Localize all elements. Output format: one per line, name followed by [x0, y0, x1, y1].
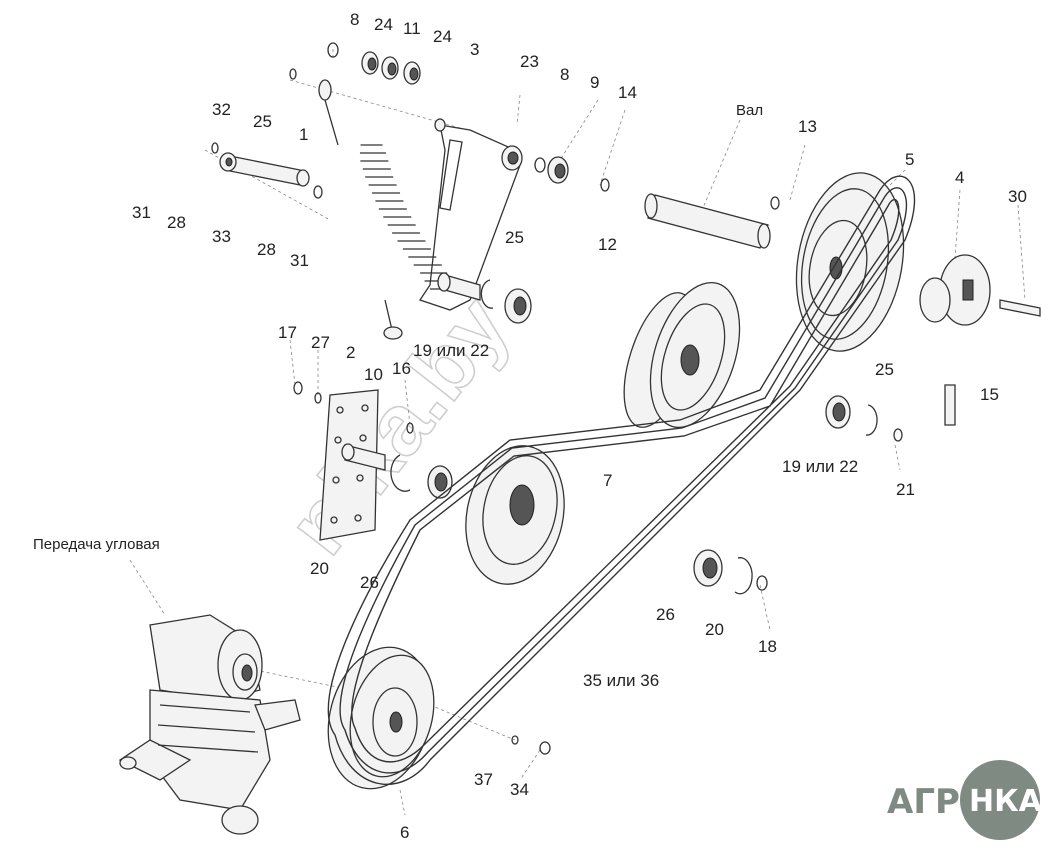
label-24: 24 [374, 15, 393, 34]
label-28: 28 [257, 240, 276, 259]
label-32: 32 [212, 100, 231, 119]
label-24: 24 [433, 27, 452, 46]
label-4: 4 [955, 168, 964, 187]
bearing-25-upper [480, 279, 532, 324]
label-23: 23 [520, 52, 539, 71]
label-11: 11 [403, 19, 421, 38]
label-35-or-36: 35 или 36 [583, 671, 659, 690]
label-26: 26 [656, 605, 675, 624]
tension-spring [289, 68, 453, 340]
label-31: 31 [290, 251, 309, 270]
label-21: 21 [896, 480, 915, 499]
label-26: 26 [360, 573, 379, 592]
label-14: 14 [618, 83, 637, 102]
label-10: 10 [364, 365, 383, 384]
pulley-6 [327, 646, 551, 790]
bracket-2 [293, 381, 453, 541]
label-2: 2 [346, 343, 355, 362]
label-5: 5 [905, 150, 914, 169]
label-17: 17 [278, 323, 297, 342]
label-12: 12 [598, 235, 617, 254]
agronika-logo: АГРО НКА [887, 760, 1043, 840]
label-20: 20 [310, 559, 329, 578]
label-31: 31 [132, 203, 151, 222]
label-27: 27 [311, 333, 330, 352]
label-15: 15 [980, 385, 999, 404]
pulley-7 [465, 445, 565, 585]
belts [327, 175, 916, 785]
label-25: 25 [505, 228, 524, 247]
logo-circle [960, 760, 1040, 840]
label-20: 20 [705, 620, 724, 639]
bearing-25-right [825, 395, 903, 442]
caption-angle-drive: Передача угловая [33, 536, 160, 553]
leader-lines [129, 48, 1026, 816]
bearing-9 [534, 156, 610, 192]
label-6: 6 [400, 823, 409, 842]
label-8: 8 [350, 10, 359, 29]
label-7: 7 [603, 471, 612, 490]
top-bearings [327, 42, 421, 85]
label-33: 33 [212, 227, 231, 246]
shaft [644, 193, 780, 249]
label-34: 34 [510, 780, 529, 799]
label-18: 18 [758, 637, 777, 656]
label-3: 3 [470, 40, 479, 59]
label-25: 25 [875, 360, 894, 379]
pulley-5 [795, 172, 905, 352]
caption-shaft: Вал [736, 102, 763, 119]
bearing-26-lower [693, 549, 768, 595]
label-13: 13 [798, 117, 817, 136]
pin-33 [211, 142, 323, 199]
label-28: 28 [167, 213, 186, 232]
part-labels: 8 24 11 24 3 23 8 9 14 32 25 1 13 5 4 30… [132, 10, 1027, 842]
label-37: 37 [474, 770, 493, 789]
pulley-12 [623, 281, 741, 429]
label-19-or-22: 19 или 22 [413, 341, 489, 360]
label-16: 16 [392, 359, 411, 378]
label-9: 9 [590, 73, 599, 92]
hub-4 [919, 254, 1041, 426]
label-30: 30 [1008, 187, 1027, 206]
label-19-or-22: 19 или 22 [782, 457, 858, 476]
label-1: 1 [299, 125, 308, 144]
logo-circle-text: НКА [969, 784, 1043, 819]
tensioner-arm [418, 118, 523, 311]
angle-drive-gearbox [118, 614, 301, 835]
label-25: 25 [253, 112, 272, 131]
label-8: 8 [560, 65, 569, 84]
